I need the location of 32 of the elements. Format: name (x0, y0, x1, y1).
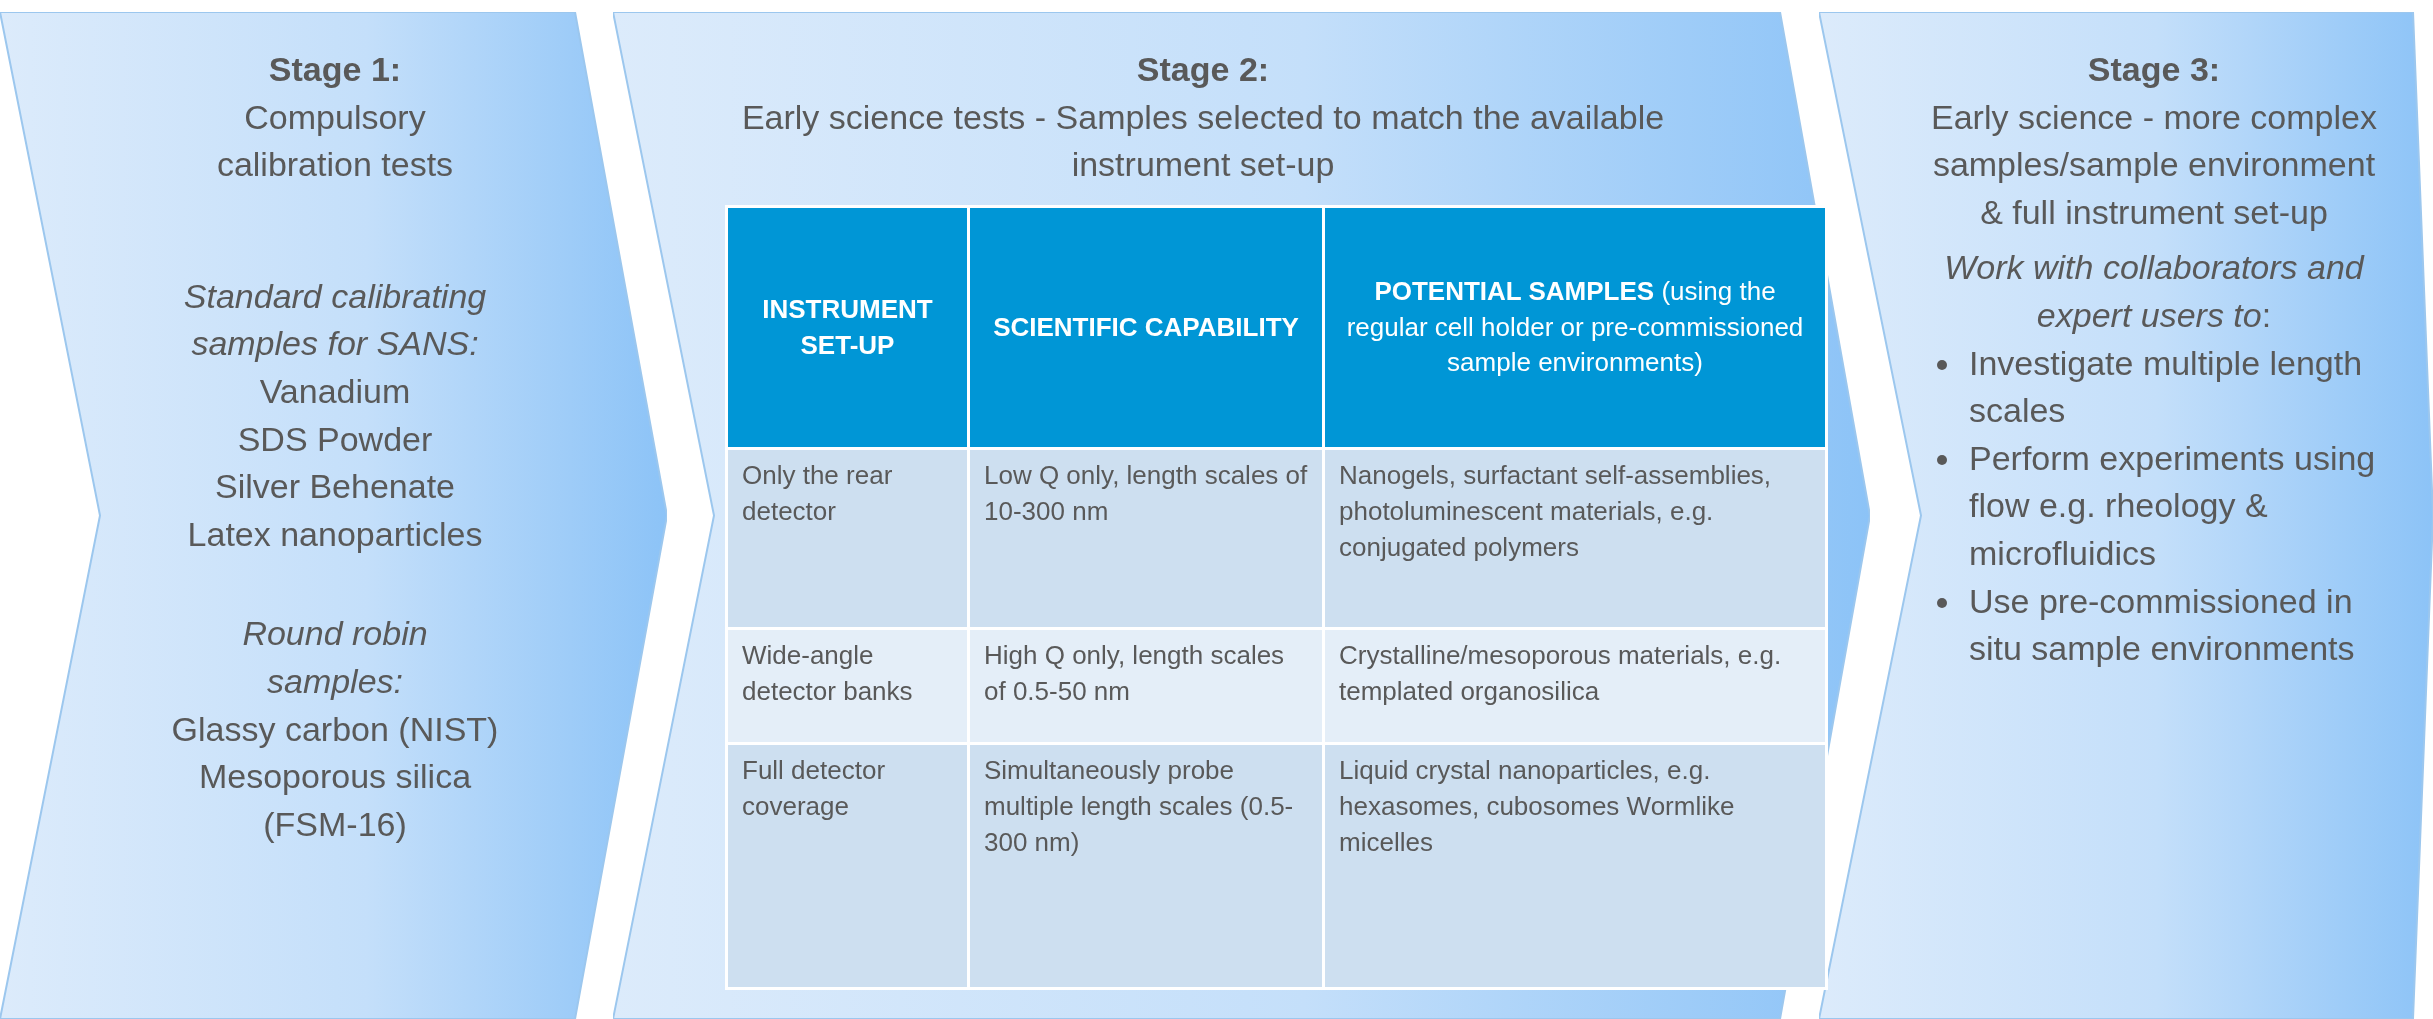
stage-heading: Stage 3: (2086, 49, 2222, 90)
stage-heading: Stage 1: (267, 49, 403, 90)
table-cell: Low Q only, length scales of 10-300 nm (968, 448, 1324, 629)
column-header: SCIENTIFIC CAPABILITY (968, 206, 1324, 449)
table-cell: Simultaneously probe multiple length scales (0.5-300 nm) (968, 743, 1324, 989)
section-heading: Standard calibrating samples for SANS: (182, 275, 488, 365)
column-header: POTENTIAL SAMPLES (using the regular cell holder or pre-commissioned sample environments) (1323, 206, 1827, 449)
table-cell: Nanogels, surfactant self-assemblies, photoluminescent materials, e.g. conjugated polymers (1323, 448, 1827, 629)
stage-description: Early science tests - Samples selected to match the available instrument set-up (740, 96, 1666, 186)
sample-name: Vanadium (258, 370, 412, 412)
table-cell: Crystalline/mesoporous materials, e.g. templated organosilica (1323, 628, 1827, 744)
stage-description: Early science - more complex samples/sample environment & full instrument set-up (1930, 96, 2378, 233)
stage-description: Compulsory calibration tests (215, 96, 455, 186)
table-cell: Liquid crystal nanoparticles, e.g. hexasomes, cubosomes Wormlike micelles (1323, 743, 1827, 989)
chevron-shape (0, 12, 667, 1019)
sample-name: Glassy carbon (NIST) (170, 708, 500, 750)
table-cell: Only the rear detector (726, 448, 969, 629)
section-heading: Work with collaborators and expert users to: (1943, 247, 2366, 336)
table-cell: Full detector coverage (726, 743, 969, 989)
stage-heading: Stage 2: (1135, 49, 1271, 90)
chevron-shape (1819, 12, 2433, 1019)
section-heading: Round robin samples: (241, 613, 429, 702)
sample-name: Mesoporous silica (FSM-16) (197, 756, 473, 845)
sample-name: SDS Powder (236, 418, 434, 460)
bullet-item: Use pre-commissioned in situ sample environments (1969, 580, 2356, 670)
table-cell: Wide-angle detector banks (726, 628, 969, 744)
sample-name: Latex nanoparticles (186, 513, 484, 555)
bullet-item: Perform experiments using flow e.g. rheology & microfluidics (1969, 437, 2377, 574)
bullet-item: Investigate multiple length scales (1969, 342, 2364, 432)
sample-name: Silver Behenate (213, 466, 456, 508)
table-cell: High Q only, length scales of 0.5-50 nm (968, 628, 1324, 744)
column-header: INSTRUMENT SET-UP (726, 206, 969, 449)
